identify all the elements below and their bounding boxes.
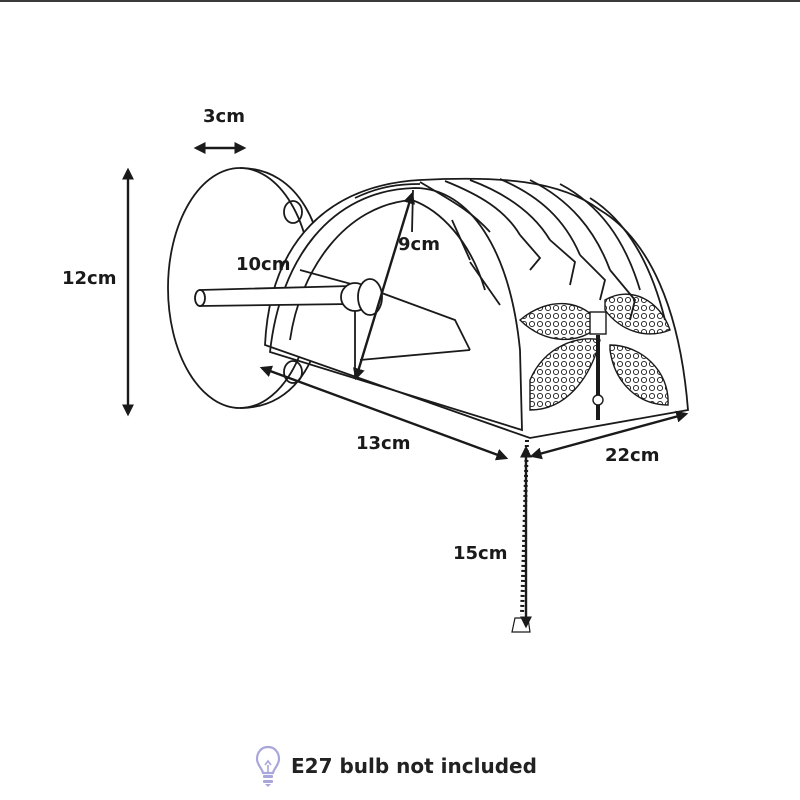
- dimension-arrows: [122, 142, 689, 629]
- bulb-note: E27 bulb not included: [255, 745, 537, 787]
- label-chain-length: 15cm: [453, 543, 508, 564]
- arrow-9cm: [353, 191, 415, 381]
- label-backplate-height: 12cm: [62, 268, 117, 289]
- label-shade-width: 22cm: [605, 445, 660, 466]
- arrow-13cm: [259, 365, 509, 461]
- arrow-22cm: [529, 410, 689, 460]
- label-arm-length: 10cm: [236, 254, 291, 275]
- bulb-note-text: E27 bulb not included: [291, 754, 537, 778]
- pull-chain: [511, 439, 531, 633]
- label-shade-height: 9cm: [398, 234, 440, 255]
- label-backplate-depth: 3cm: [203, 106, 245, 127]
- lightbulb-icon: [255, 745, 281, 787]
- label-shade-depth: 13cm: [356, 433, 411, 454]
- dragonfly-ornament: [518, 293, 671, 420]
- top-border: [0, 0, 800, 2]
